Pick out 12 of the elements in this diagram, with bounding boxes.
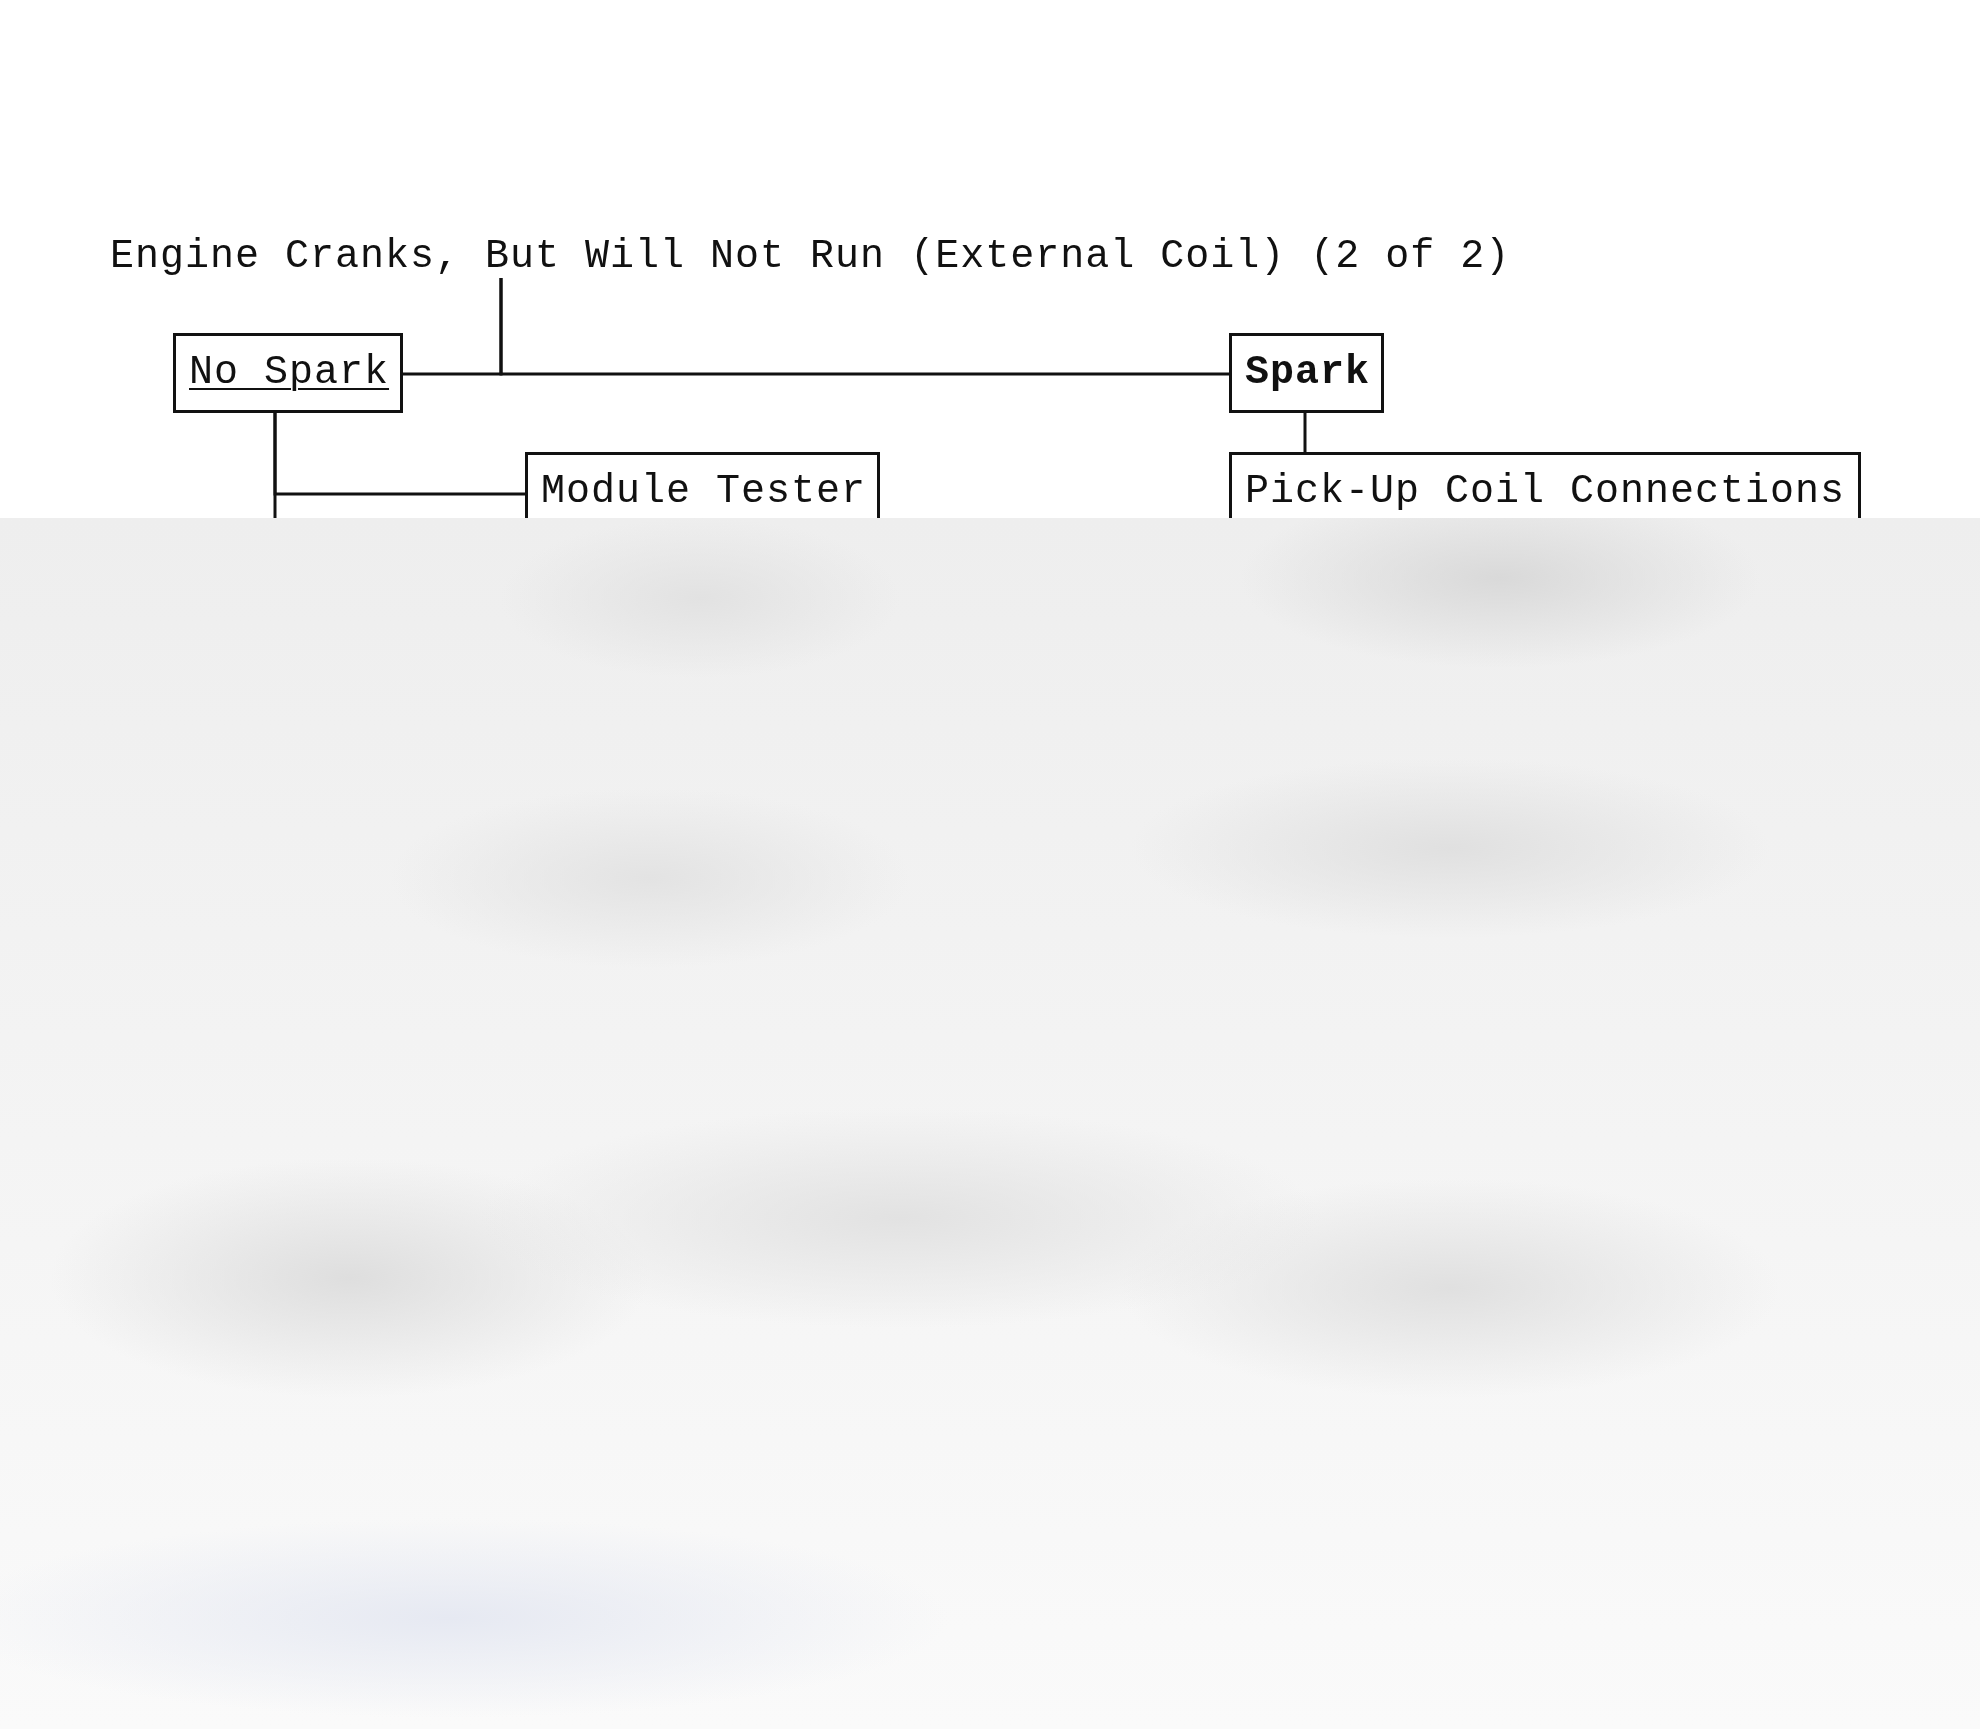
connector-line (1303, 413, 1307, 452)
step-label: No Spark (189, 352, 390, 394)
connector-line (273, 413, 277, 518)
step-label: Spark (1245, 352, 1371, 394)
step-box (525, 452, 880, 518)
step-box (1229, 333, 1384, 413)
diagram-title: Engine Cranks, But Will Not Run (External Coil) (2 of 2) (110, 236, 1511, 278)
connector-line (499, 278, 1229, 376)
step-label: Module Tester (541, 471, 867, 513)
step-box (173, 333, 403, 413)
step-label: Pick-Up Coil Connections (1245, 471, 1846, 513)
step-box (1229, 452, 1861, 518)
